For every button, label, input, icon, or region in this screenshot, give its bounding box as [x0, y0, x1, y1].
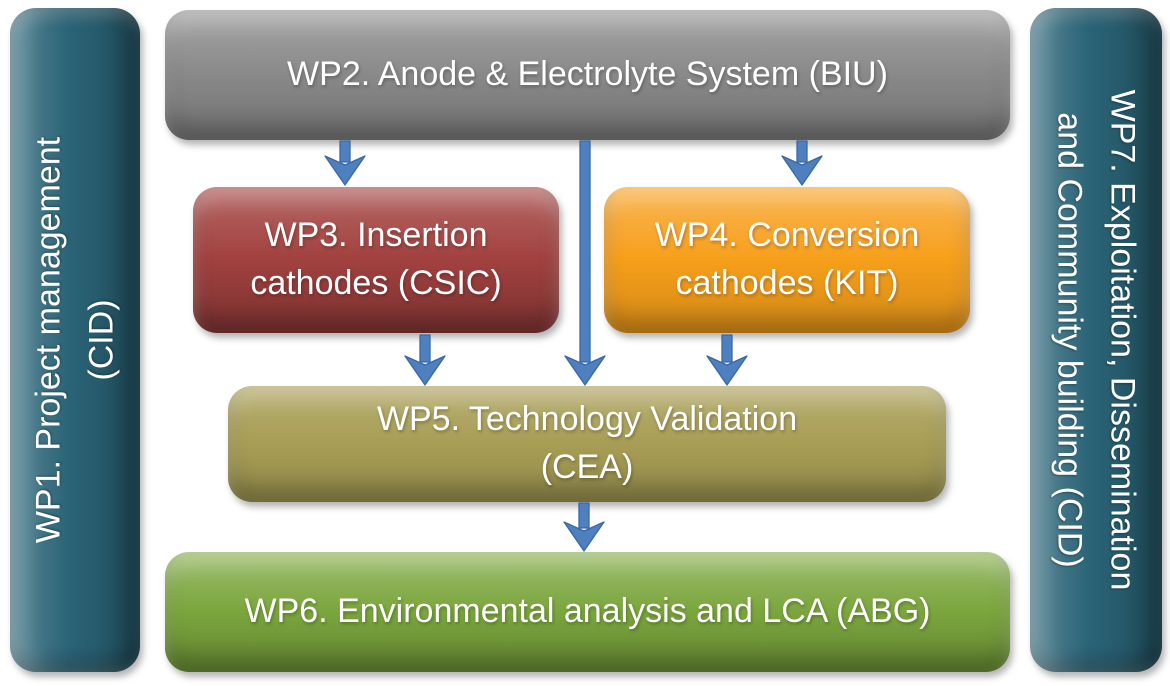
node-wp3-label: WP3. Insertion cathodes (CSIC) [250, 212, 501, 307]
node-wp5: WP5. Technology Validation (CEA) [228, 386, 946, 502]
node-wp4-label-line2: cathodes (KIT) [675, 264, 899, 302]
node-wp1-label-line2: (CID) [82, 299, 120, 381]
arrow-wp4-to-wp5-icon [706, 334, 748, 386]
arrow-wp3-to-wp5-icon [404, 334, 446, 386]
arrow-wp2-to-wp5-icon [564, 140, 606, 386]
node-wp3-label-line2: cathodes (CSIC) [250, 264, 502, 302]
node-wp5-label-line2: (CEA) [540, 448, 634, 486]
node-wp4: WP4. Conversion cathodes (KIT) [604, 187, 970, 333]
node-wp5-label-line1: WP5. Technology Validation [376, 400, 798, 439]
arrow-wp2-to-wp4-icon [781, 140, 823, 186]
node-wp7-label: WP7. Exploitation, Dissemination and Com… [1043, 10, 1148, 670]
node-wp5-label: WP5. Technology Validation (CEA) [377, 396, 797, 491]
arrow-wp2-to-wp3-icon [324, 140, 366, 186]
node-wp7-label-line1: WP7. Exploitation, Dissemination [1103, 89, 1142, 591]
node-wp7-label-line2: and Community building (CID) [1051, 112, 1089, 568]
node-wp6-label: WP6. Environmental analysis and LCA (ABG… [244, 592, 931, 631]
node-wp1-label: WP1. Project management (CID) [22, 10, 127, 670]
node-wp2-label: WP2. Anode & Electrolyte System (BIU) [287, 55, 888, 94]
arrow-wp5-to-wp6-icon [563, 502, 605, 552]
node-wp1: WP1. Project management (CID) [10, 8, 140, 672]
node-wp1-label-line1: WP1. Project management [29, 136, 68, 544]
node-wp3-label-line1: WP3. Insertion [264, 216, 488, 255]
node-wp6: WP6. Environmental analysis and LCA (ABG… [165, 552, 1010, 672]
node-wp3: WP3. Insertion cathodes (CSIC) [193, 187, 559, 333]
node-wp4-label: WP4. Conversion cathodes (KIT) [655, 212, 920, 307]
node-wp7: WP7. Exploitation, Dissemination and Com… [1030, 8, 1162, 672]
node-wp4-label-line1: WP4. Conversion [654, 216, 920, 255]
node-wp2: WP2. Anode & Electrolyte System (BIU) [165, 10, 1010, 140]
